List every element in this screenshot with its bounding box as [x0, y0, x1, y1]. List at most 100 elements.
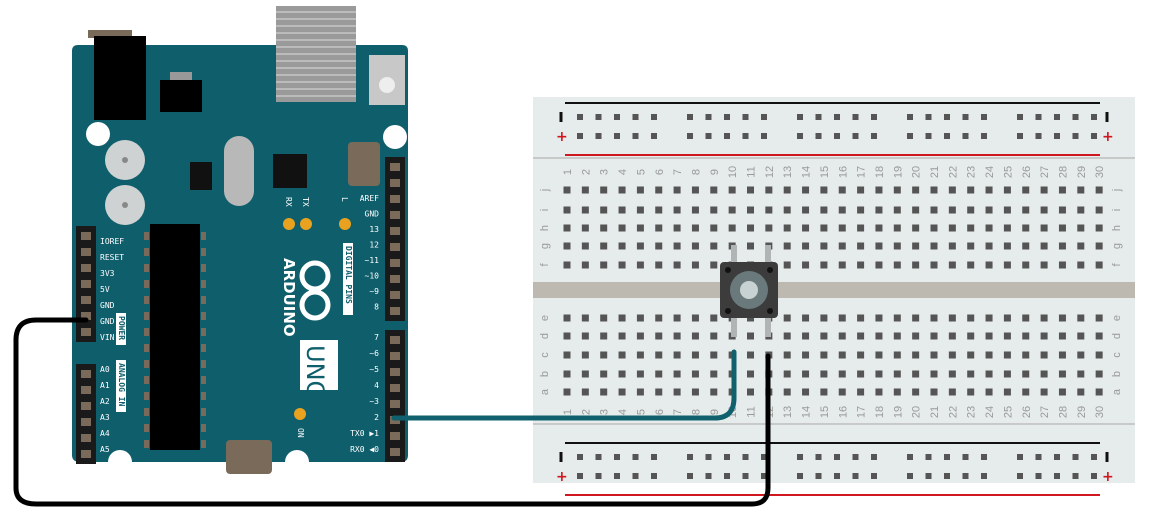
analog-in-label-box — [116, 360, 126, 412]
column-number: 1 — [562, 169, 574, 175]
chip-pin — [201, 376, 206, 384]
hole — [857, 332, 865, 340]
column-number: 5 — [635, 409, 647, 415]
hole — [930, 261, 938, 269]
hole — [857, 370, 865, 378]
rail-hole — [797, 114, 803, 120]
rail-hole — [651, 454, 657, 460]
hole — [1040, 261, 1048, 269]
plus-sign-icon: + — [1102, 129, 1114, 145]
hole — [600, 224, 608, 232]
rail-hole — [944, 114, 950, 120]
row-label: d — [1111, 333, 1123, 339]
hole — [967, 314, 975, 322]
rail-hole — [962, 473, 969, 479]
on-label: ON — [296, 428, 305, 438]
column-number: 30 — [1094, 166, 1106, 178]
column-number: 24 — [984, 166, 996, 178]
hole — [636, 242, 644, 250]
column-number: 19 — [892, 166, 904, 178]
hole — [691, 314, 699, 322]
hole — [673, 332, 681, 340]
hole — [967, 351, 975, 359]
hole — [636, 370, 644, 378]
hole — [618, 242, 626, 250]
hole — [563, 314, 571, 322]
hole — [1058, 261, 1066, 269]
rail-hole — [925, 133, 932, 139]
hole — [1095, 351, 1103, 359]
hole — [912, 224, 920, 232]
row-label: d — [539, 333, 551, 339]
ground-wire — [13, 317, 771, 507]
column-number: 1 — [562, 409, 574, 415]
column-number: 25 — [1002, 166, 1014, 178]
hole — [985, 261, 993, 269]
row-label: i — [1111, 209, 1123, 211]
hole — [820, 206, 828, 214]
column-number: 2 — [580, 169, 592, 175]
rail-hole — [852, 473, 859, 479]
column-number: 25 — [1002, 406, 1014, 418]
hole — [655, 261, 663, 269]
hole — [1077, 186, 1085, 194]
hole — [1095, 261, 1103, 269]
hole — [710, 261, 718, 269]
rail-hole — [815, 473, 822, 479]
digital-pins-label: DIGITAL PINS — [344, 246, 353, 304]
row-label: e — [1111, 315, 1123, 321]
mounting-hole — [86, 122, 110, 146]
hole — [985, 332, 993, 340]
hole — [563, 261, 571, 269]
hole — [967, 224, 975, 232]
hole — [820, 224, 828, 232]
hole — [1077, 242, 1085, 250]
digital-pin-label: 4 — [374, 381, 379, 390]
row-label: a — [1111, 388, 1123, 395]
rail-hole — [632, 454, 639, 460]
digital-pin-label: ~11 — [365, 256, 380, 265]
rail-hole — [761, 454, 767, 460]
header-pin — [390, 179, 400, 187]
hole — [636, 206, 644, 214]
rail-hole — [907, 114, 913, 120]
button-screw — [767, 267, 773, 273]
rail-hole — [797, 473, 803, 479]
hole — [600, 351, 608, 359]
column-number: 14 — [801, 166, 813, 178]
chip-pin — [201, 248, 206, 256]
hole — [600, 186, 608, 194]
column-number: 20 — [911, 166, 923, 178]
column-number: 15 — [819, 406, 831, 418]
led-label: L — [340, 197, 349, 202]
hole — [948, 261, 956, 269]
rail-hole — [871, 114, 877, 120]
chip-pin — [201, 328, 206, 336]
hole — [1022, 332, 1030, 340]
digital-pin-label: ~3 — [369, 397, 379, 406]
hole — [838, 351, 846, 359]
usb-chip — [273, 154, 307, 188]
header-pin — [390, 163, 400, 171]
digital-pin-label: ~5 — [369, 365, 379, 374]
column-number: 27 — [1039, 166, 1051, 178]
hole — [728, 224, 736, 232]
rail-hole — [1017, 473, 1023, 479]
mounting-hole — [383, 125, 407, 149]
column-number: 13 — [782, 166, 794, 178]
hole — [636, 186, 644, 194]
column-number: 28 — [1057, 166, 1069, 178]
header-pin — [390, 275, 400, 283]
column-number: 22 — [947, 406, 959, 418]
rail-hole — [705, 473, 712, 479]
column-number: 7 — [672, 409, 684, 415]
hole — [838, 242, 846, 250]
rail-hole — [614, 473, 620, 479]
hole — [1077, 351, 1085, 359]
hole — [581, 186, 589, 194]
hole — [747, 332, 754, 340]
hole — [948, 314, 956, 322]
signal-wire — [391, 349, 737, 421]
hole — [948, 242, 956, 250]
header-pin — [390, 259, 400, 267]
